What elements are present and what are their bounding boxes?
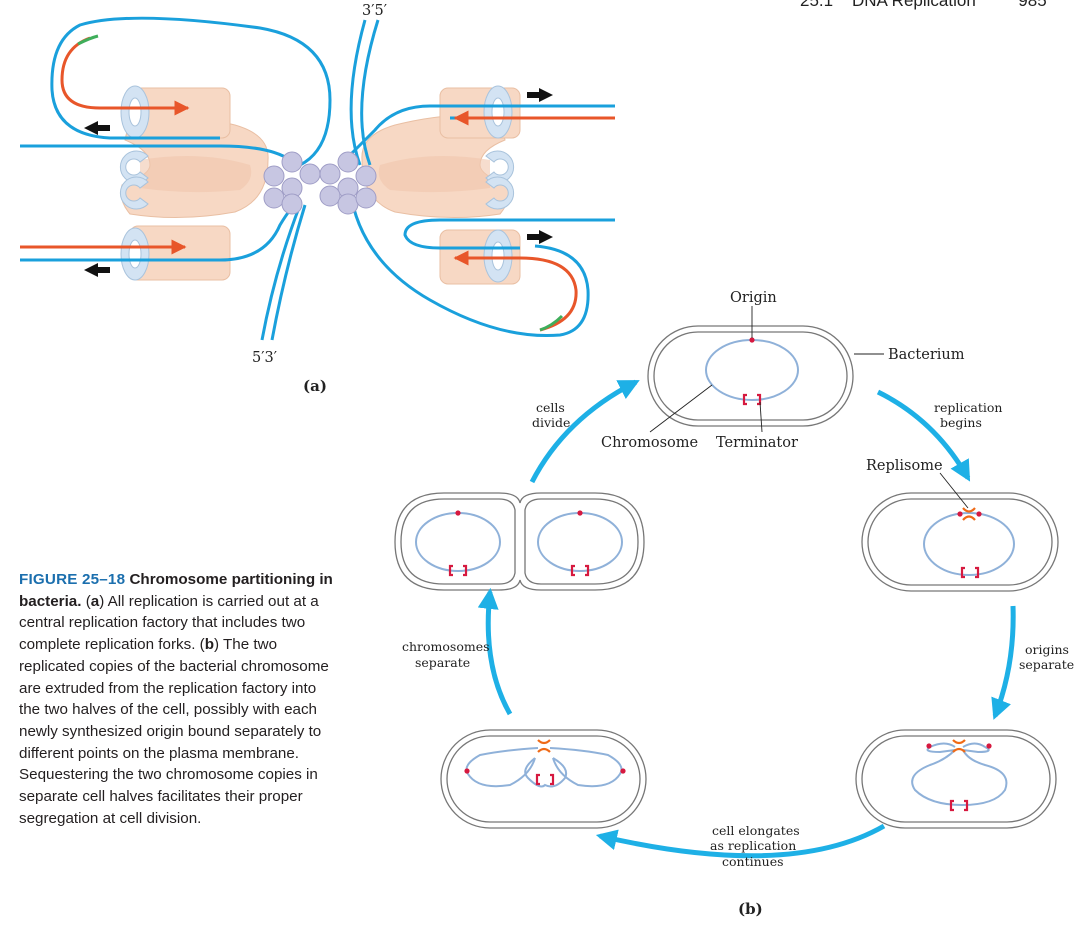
caption-marker-a: a [90, 592, 100, 610]
figure-number: FIGURE 25–18 [19, 571, 126, 588]
cell-stage-segregating [440, 729, 647, 829]
figure-caption: FIGURE 25–18 Chromosome partitioning in … [19, 571, 333, 827]
svg-text:chromosomes: chromosomes [402, 639, 490, 654]
panel-a-label: (a) [303, 377, 327, 395]
caption-marker-b: b [204, 636, 214, 654]
figure-title: Chromosome partitioning in bacteria. [19, 571, 333, 610]
header-page-number: 985 [1018, 0, 1047, 10]
running-header: 25.1 DNA Replication 985 [800, 0, 1080, 11]
strand-label-bottom: 5′3′ [252, 350, 277, 366]
panel-b-label: (b) [738, 900, 763, 918]
caption-part-a: All replication is carried out at a cent… [19, 592, 319, 654]
header-section: 25.1 [800, 0, 834, 10]
svg-text:continues: continues [722, 854, 784, 869]
svg-text:separate: separate [1019, 657, 1074, 672]
step-label-cell-elongates: cell elongates as replication continues [710, 823, 800, 869]
header-title: DNA Replication [852, 0, 976, 10]
parental-dna-strands [20, 16, 615, 341]
terminator-label: Terminator [716, 435, 798, 451]
cell-stage-dividing [394, 492, 645, 591]
svg-text:cells: cells [536, 400, 565, 415]
origin-dot [749, 337, 755, 343]
svg-text:begins: begins [940, 415, 982, 430]
cell-stage-replisome: Replisome [861, 458, 1059, 592]
replisome-label: Replisome [866, 458, 943, 474]
terminator-mark [742, 393, 762, 406]
movement-arrows [84, 88, 553, 277]
panel-a-replication-factory: 3′5′ 5′3′ (a) [20, 3, 615, 395]
rna-primers [77, 34, 564, 332]
step-label-origins-separate: origins separate [1019, 642, 1074, 672]
step-label-cells-divide: cells divide [532, 400, 570, 430]
svg-text:divide: divide [532, 415, 570, 430]
svg-text:origins: origins [1025, 642, 1069, 657]
svg-text:cell elongates: cell elongates [712, 823, 800, 838]
cell-stage-elongating [855, 729, 1057, 829]
svg-text:separate: separate [415, 655, 470, 670]
cell-stage-initial: Origin Bacterium Chromosome Terminator [601, 290, 965, 451]
strand-label-top: 3′5′ [362, 3, 387, 19]
replisome-mark [962, 507, 976, 521]
cycle-arrows [477, 379, 1016, 859]
svg-text:as replication: as replication [710, 838, 796, 853]
step-label-chromosomes-separate: chromosomes separate [402, 639, 490, 670]
panel-b-cell-cycle: Origin Bacterium Chromosome Terminator R… [394, 290, 1074, 918]
new-dna-strands [20, 36, 615, 332]
origin-label: Origin [730, 290, 777, 306]
chromosome-label: Chromosome [601, 435, 698, 451]
bacterium-label: Bacterium [888, 347, 965, 363]
svg-text:replication: replication [934, 400, 1002, 415]
caption-part-b: The two replicated copies of the bacteri… [19, 636, 329, 827]
step-label-replication-begins: replication begins [934, 400, 1002, 430]
